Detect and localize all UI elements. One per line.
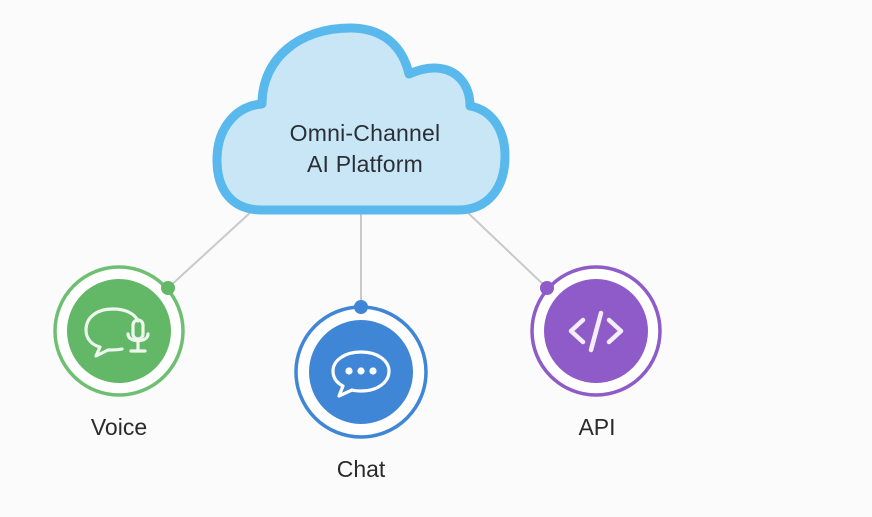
platform-title-line-1: Omni-Channel <box>289 120 441 146</box>
code-brackets-icon <box>568 310 624 353</box>
voice-chat-microphone-icon <box>84 307 150 358</box>
channel-label-voice: Voice <box>90 414 148 440</box>
channel-label-chat: Chat <box>336 456 386 482</box>
connector-api <box>465 210 548 289</box>
api-anchor-dot <box>540 281 554 295</box>
channel-node-chat[interactable] <box>294 300 428 439</box>
chat-bubble-dots-icon <box>331 350 391 398</box>
platform-title: Omni-Channel AI Platform <box>240 118 490 180</box>
chat-anchor-dot <box>354 300 368 314</box>
platform-title-line-2: AI Platform <box>307 151 423 177</box>
channel-node-api[interactable] <box>530 265 662 397</box>
voice-disc <box>67 279 171 383</box>
connector-voice <box>167 210 253 289</box>
channel-node-voice[interactable] <box>53 265 185 397</box>
voice-anchor-dot <box>161 281 175 295</box>
channel-label-api: API <box>578 414 616 440</box>
cloud-icon <box>212 23 510 215</box>
